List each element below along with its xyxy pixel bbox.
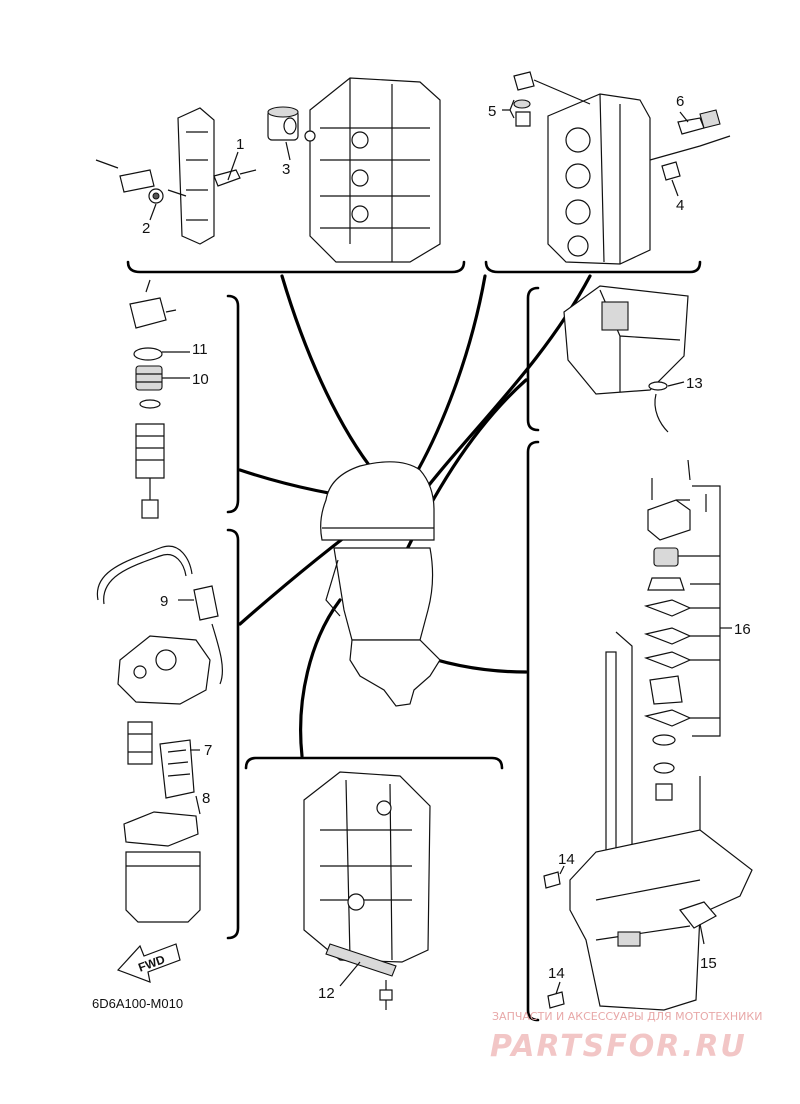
fuel-filter-9 bbox=[193, 585, 219, 621]
frame-left-upper bbox=[226, 294, 240, 514]
frame-left-lower bbox=[226, 528, 240, 940]
callout-2: 2 bbox=[142, 220, 150, 237]
cylinder-head bbox=[547, 93, 651, 265]
anode-15 bbox=[679, 901, 717, 929]
callout-8: 8 bbox=[202, 790, 210, 807]
leader-bottom-center bbox=[299, 598, 342, 758]
electric-fuel-pump bbox=[127, 721, 153, 765]
leader-top-left bbox=[280, 274, 394, 494]
impeller bbox=[647, 577, 685, 591]
frame-right-lower bbox=[526, 440, 540, 1022]
callout-13: 13 bbox=[686, 375, 703, 392]
callout-14-lower: 14 bbox=[548, 965, 565, 982]
engine-cowling bbox=[320, 461, 435, 541]
frame-top-right bbox=[484, 260, 702, 274]
impeller-housing bbox=[653, 547, 679, 567]
thermostat-5 bbox=[515, 111, 531, 127]
intake-manifold bbox=[303, 771, 431, 963]
callout-6: 6 bbox=[676, 93, 684, 110]
gasket-13 bbox=[648, 381, 668, 391]
callout-10: 10 bbox=[192, 371, 209, 388]
section-cylinder-head bbox=[513, 71, 731, 265]
fuel-filter-head bbox=[129, 297, 167, 329]
bolt-14b bbox=[547, 991, 565, 1009]
callout-11: 11 bbox=[192, 341, 208, 358]
oil-pan bbox=[563, 285, 689, 395]
callout-7: 7 bbox=[204, 742, 212, 759]
float-chamber bbox=[125, 851, 201, 923]
section-fuel-filter bbox=[129, 279, 177, 519]
washer-5 bbox=[513, 99, 531, 109]
leader-top-center bbox=[416, 274, 487, 472]
frame-bottom-center bbox=[244, 756, 504, 770]
section-lower-unit bbox=[543, 459, 753, 1011]
callout-9: 9 bbox=[160, 593, 168, 610]
section-oil-pan bbox=[563, 285, 689, 433]
mounting-bracket bbox=[177, 107, 215, 245]
leader-top-right bbox=[408, 274, 592, 512]
callout-labels: 1 2 3 4 5 6 7 8 9 10 11 12 13 14 14 15 1… bbox=[142, 93, 751, 1002]
gasket-8 bbox=[123, 811, 199, 847]
filter-7 bbox=[159, 739, 195, 799]
section-intake-manifold bbox=[303, 771, 431, 1010]
spark-plug-6 bbox=[677, 117, 705, 135]
section-fuel-pump bbox=[96, 545, 224, 923]
cylinder-block bbox=[309, 77, 441, 263]
callout-leaders bbox=[149, 99, 732, 995]
fuel-filter-cup bbox=[135, 423, 165, 479]
bolt-14a bbox=[543, 871, 561, 889]
fwd-arrow-icon bbox=[116, 943, 181, 983]
o-ring-11 bbox=[133, 347, 163, 361]
lower-unit-outline bbox=[349, 639, 441, 707]
frame-right-upper bbox=[526, 286, 540, 432]
bracket-16 bbox=[678, 485, 721, 737]
gasket-12 bbox=[325, 943, 397, 977]
frame-top-left bbox=[126, 260, 466, 274]
bolt-1 bbox=[213, 169, 241, 187]
callout-3: 3 bbox=[282, 161, 290, 178]
water-pump-housing-top bbox=[647, 499, 691, 541]
diagram-code: 6D6A100-M010 bbox=[92, 996, 183, 1011]
anode-4 bbox=[661, 161, 681, 181]
watermark-brand: PARTSFOR.RU bbox=[490, 1029, 747, 1064]
fuel-element-10 bbox=[135, 365, 163, 391]
callout-1: 1 bbox=[236, 136, 244, 153]
gear-case bbox=[569, 829, 753, 1011]
section-bracket-oil-filter bbox=[95, 77, 441, 263]
callout-14-upper: 14 bbox=[558, 851, 575, 868]
watermark: ЗАПЧАСТИ И АКСЕССУАРЫ ДЛЯ МОТОТЕХНИКИ PA… bbox=[490, 1010, 762, 1064]
apron-midsection bbox=[333, 547, 434, 641]
callout-15: 15 bbox=[700, 955, 717, 972]
leader-right-upper bbox=[396, 378, 528, 570]
watermark-tagline: ЗАПЧАСТИ И АКСЕССУАРЫ ДЛЯ МОТОТЕХНИКИ bbox=[492, 1010, 762, 1023]
callout-4: 4 bbox=[676, 197, 684, 214]
forward-direction-arrow: FWD bbox=[116, 943, 181, 983]
outboard-motor-outline bbox=[320, 461, 441, 707]
callout-5: 5 bbox=[488, 103, 496, 120]
callout-12: 12 bbox=[318, 985, 335, 1002]
callout-16: 16 bbox=[734, 621, 751, 638]
section-frames bbox=[126, 260, 702, 1022]
